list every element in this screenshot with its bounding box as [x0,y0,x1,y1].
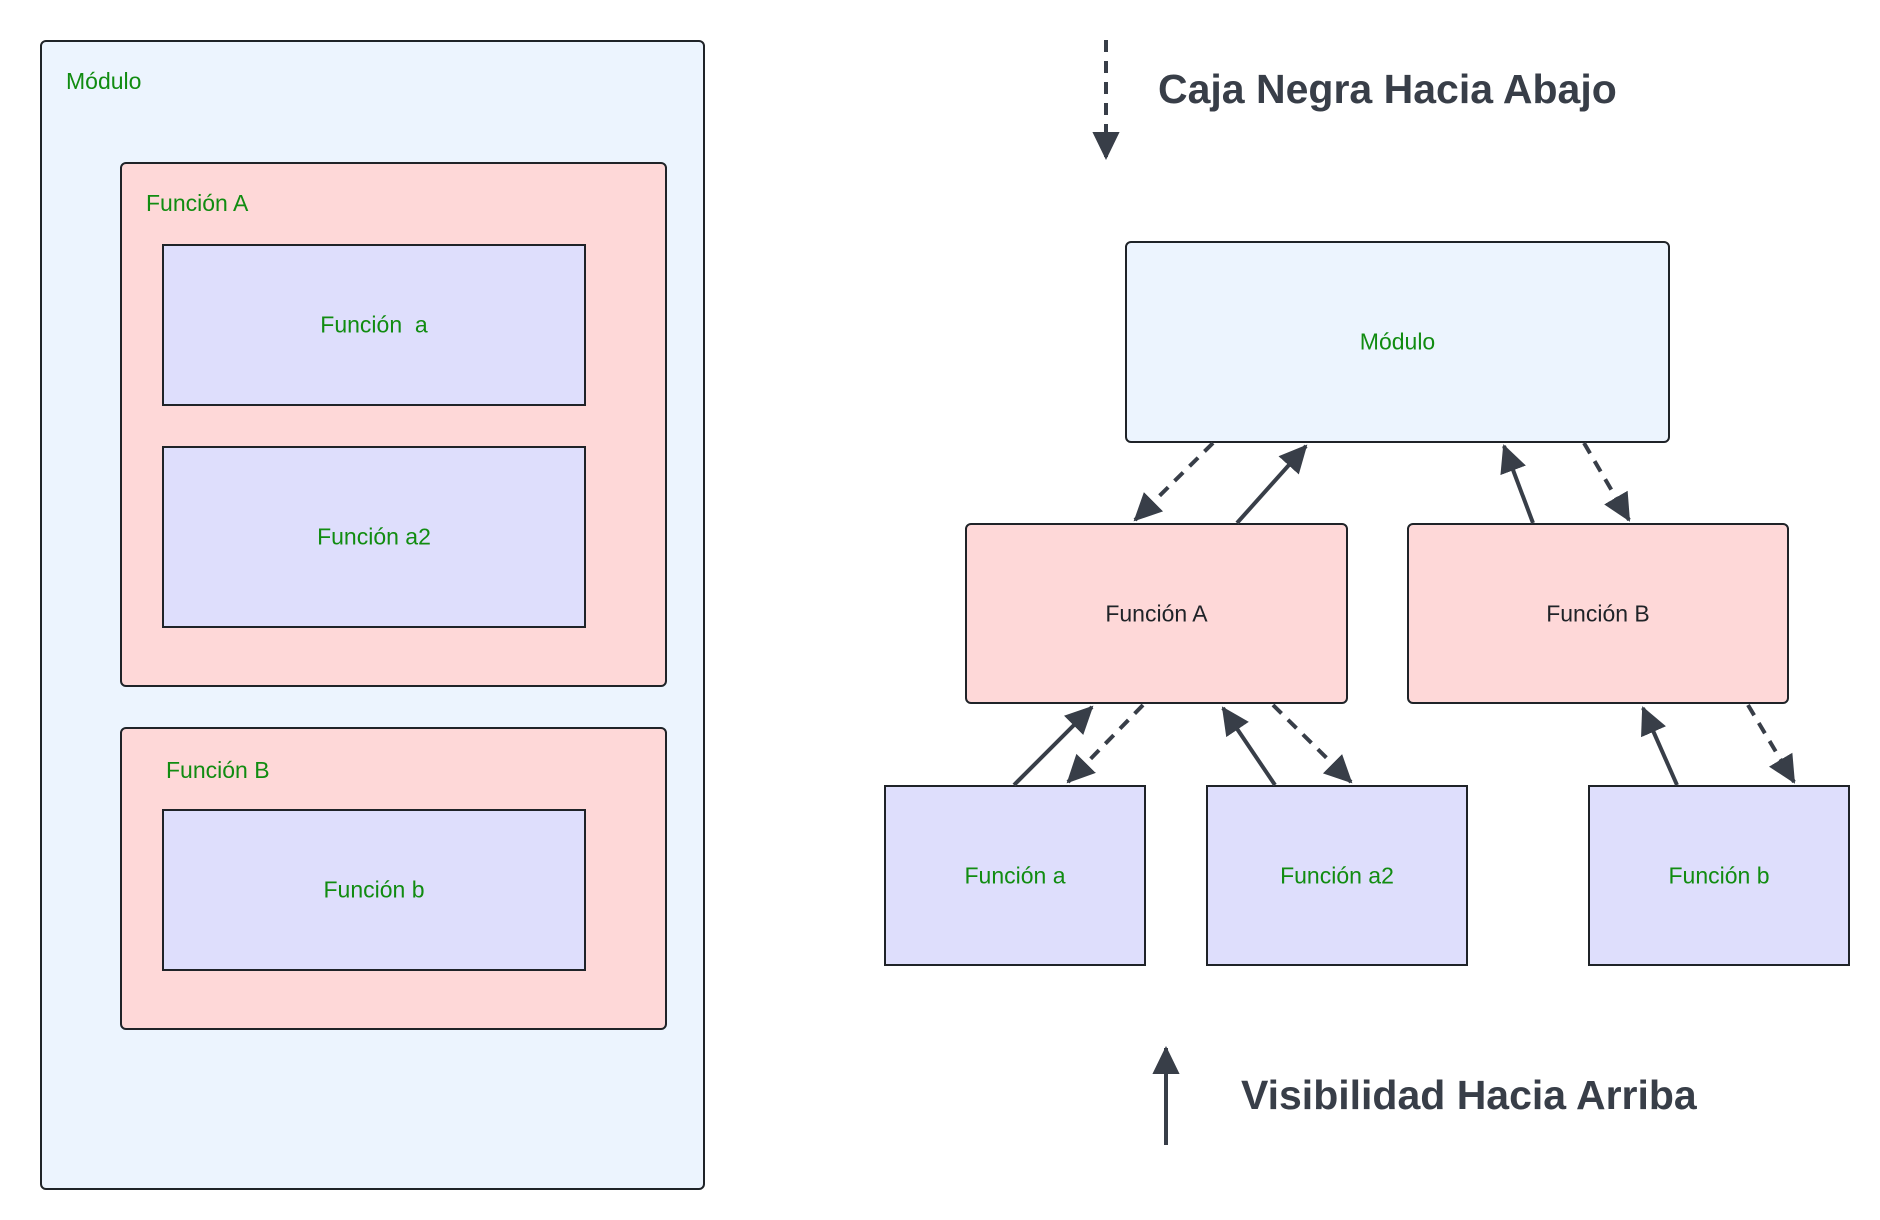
left-function-a-sub1-box: Función a [162,244,586,406]
hierarchy-module-node: Módulo [1125,241,1670,443]
arrow-function-a-child2-to-function-a [1221,706,1277,787]
arrow-function-a-to-child2 [1271,703,1353,784]
arrow-module-to-function-a [1133,441,1215,522]
hierarchy-function-a-child1-label: Función a [964,862,1066,888]
left-function-a-container: Función A Función a Función a2 [120,162,667,687]
hierarchy-function-a-label: Función A [1105,600,1208,626]
arrow-function-b-to-child [1746,703,1796,784]
arrow-module-to-function-b [1582,441,1631,522]
legend-dashed-heading: Caja Negra Hacia Abajo [1158,66,1617,112]
hierarchy-function-a-child2-node: Función a2 [1206,785,1468,966]
hierarchy-function-b-node: Función B [1407,523,1789,704]
legend-solid-heading: Visibilidad Hacia Arriba [1241,1072,1697,1118]
arrow-function-a-to-module [1235,444,1308,525]
left-function-b-sub-box: Función b [162,809,586,971]
hierarchy-function-b-child-label: Función b [1668,862,1770,888]
arrow-function-b-child-to-function-b [1641,706,1679,786]
left-function-b-container: Función B Función b [120,727,667,1030]
hierarchy-function-a-node: Función A [965,523,1348,704]
left-function-b-sub-label: Función b [323,876,425,903]
left-module-label: Módulo [66,68,142,94]
left-function-b-label: Función B [166,757,270,783]
arrow-function-a-child1-to-function-a [1012,705,1094,787]
left-function-a-sub2-label: Función a2 [317,523,431,550]
hierarchy-function-a-child2-label: Función a2 [1280,862,1394,888]
hierarchy-function-a-child1-node: Función a [884,785,1146,966]
hierarchy-function-b-child-node: Función b [1588,785,1850,966]
arrow-function-a-to-child1 [1066,703,1145,784]
left-function-a-label: Función A [146,190,249,216]
left-function-a-sub1-label: Función a [320,311,428,338]
hierarchy-module-label: Módulo [1359,328,1436,355]
hierarchy-function-b-label: Función B [1546,600,1650,626]
left-function-a-sub2-box: Función a2 [162,446,586,628]
arrow-function-b-to-module [1500,444,1535,524]
left-module-container: Módulo Función A Función a Función a2 Fu… [40,40,705,1190]
